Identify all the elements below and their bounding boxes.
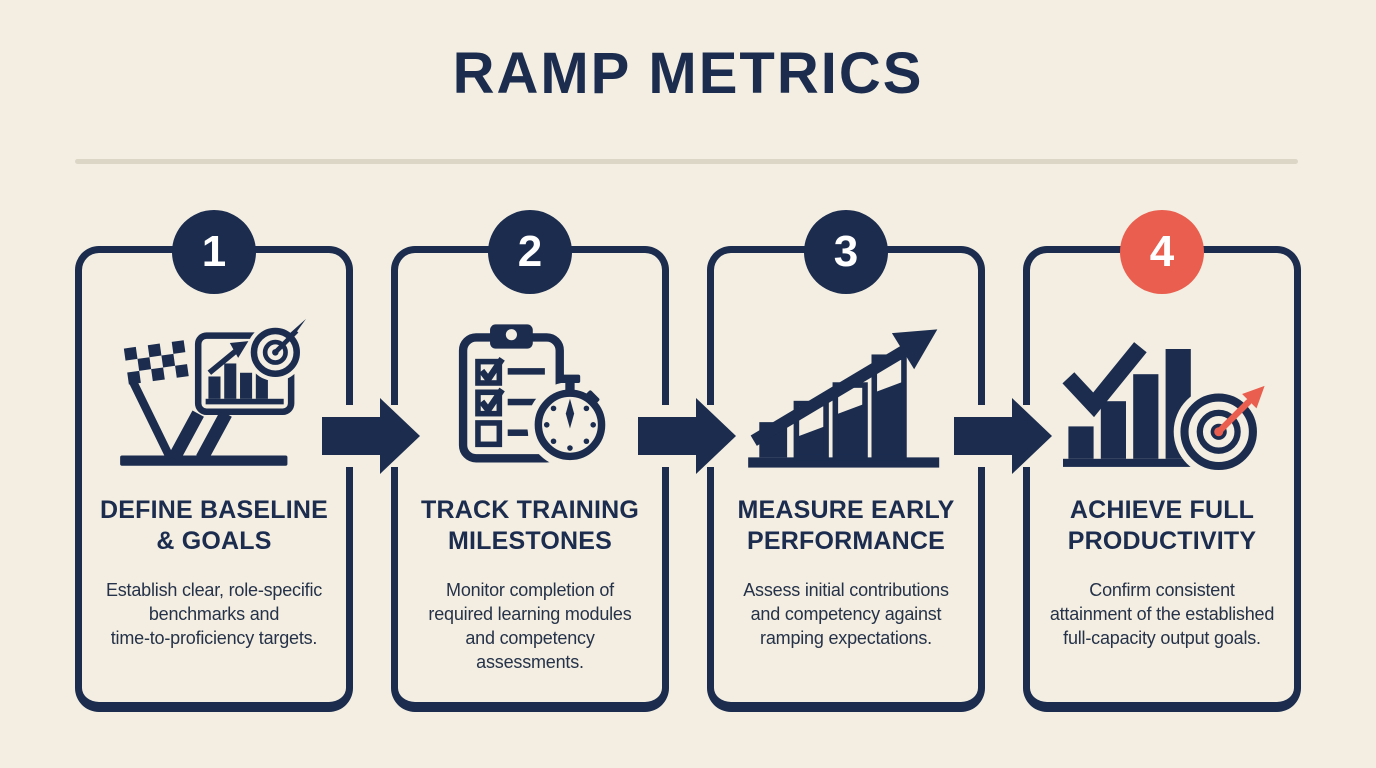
- check-bars-target-icon: [1030, 313, 1294, 475]
- step-1-description: Establish clear, role-specific benchmark…: [105, 579, 323, 649]
- growth-bars-arrow-svg: [748, 329, 940, 468]
- step-card-define-baseline: 1: [75, 209, 353, 712]
- step-card-achieve-productivity: 4 ACHIEVE FU: [1023, 209, 1301, 712]
- step-2-title: TRACK TRAINING MILESTONES: [420, 495, 640, 556]
- step-2-description: Monitor completion of required learning …: [428, 579, 632, 673]
- flow-arrow-icon: [954, 397, 1052, 474]
- step-card-track-training: 2: [391, 209, 669, 712]
- flow-arrow-icon: [322, 397, 420, 474]
- flow-arrow-icon: [638, 397, 736, 474]
- check-bars-target-svg: [1062, 342, 1265, 475]
- step-card-measure-performance: 3 MEASURE EARLY PERFORMANCE Assess init: [707, 209, 985, 712]
- flag-chart-target-icon: [82, 313, 346, 475]
- step-4-description: Confirm consistent attainment of the est…: [1049, 579, 1275, 649]
- step-3-badge: 3: [804, 209, 888, 294]
- page-title: RAMP METRICS: [452, 41, 924, 106]
- step-2-number: 2: [517, 226, 543, 276]
- step-4-badge: 4: [1120, 209, 1204, 294]
- title-divider: [75, 158, 1298, 164]
- step-1-badge: 1: [172, 209, 256, 294]
- growth-bars-arrow-icon: [714, 313, 978, 475]
- checkered-flag-icon: [123, 340, 189, 385]
- clipboard-stopwatch-svg: [458, 324, 613, 468]
- step-3-description: Assess initial contributions and compete…: [743, 579, 949, 649]
- step-3-title: MEASURE EARLY PERFORMANCE: [737, 495, 955, 556]
- steps-row: 1: [0, 209, 1376, 712]
- clipboard-stopwatch-icon: [398, 313, 662, 475]
- step-1-title: DEFINE BASELINE & GOALS: [99, 495, 329, 556]
- step-4-number: 4: [1149, 226, 1175, 276]
- step-1-number: 1: [201, 226, 227, 276]
- step-2-badge: 2: [488, 209, 572, 294]
- step-3-number: 3: [833, 226, 859, 276]
- step-4-title: ACHIEVE FULL PRODUCTIVITY: [1067, 495, 1257, 556]
- flag-chart-target-svg: [120, 318, 307, 466]
